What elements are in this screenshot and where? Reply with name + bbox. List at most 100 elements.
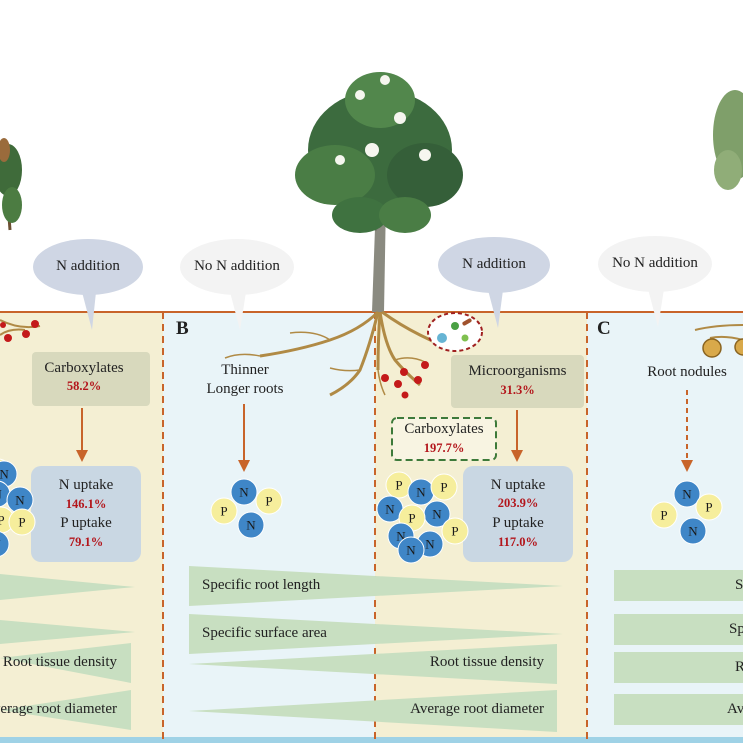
arrow-b-right-down — [511, 410, 523, 462]
arrow-a-down — [76, 408, 88, 462]
bubble-a-n-addition — [33, 239, 143, 330]
bubble-b-left-text: No N addition — [194, 258, 280, 274]
b-carboxylates-label: Carboxylates — [404, 421, 484, 437]
b-n-uptake-label: N uptake — [490, 477, 546, 493]
trait-bar-c-4 — [614, 694, 743, 725]
a-trait-root-tissue-density: Root tissue density — [2, 654, 117, 670]
trait-triangle-b-2 — [189, 614, 563, 654]
nitrogen-circle-b-right-1: N — [407, 478, 435, 506]
svg-text:N: N — [239, 485, 249, 500]
svg-text:N: N — [416, 485, 426, 500]
root-system-panel-b — [224, 310, 456, 397]
b-microorganisms-pct: 31.3% — [500, 383, 535, 397]
nitrogen-circle-a-6: N — [0, 531, 10, 557]
svg-text:N: N — [246, 518, 256, 533]
a-n-uptake-label: N uptake — [58, 477, 114, 493]
svg-text:N: N — [432, 507, 442, 522]
svg-text:N: N — [0, 537, 1, 552]
svg-text:P: P — [451, 524, 458, 539]
svg-text:P: P — [18, 515, 25, 530]
nitrogen-circle-b-right-9: N — [397, 536, 425, 564]
bubble-b-n-addition — [438, 237, 550, 328]
b-microorganisms-label: Microorganisms — [468, 363, 567, 379]
svg-text:N: N — [385, 502, 395, 517]
svg-text:P: P — [660, 508, 667, 523]
phosphorus-circle-c-1: P — [650, 501, 678, 529]
svg-text:P: P — [395, 478, 402, 493]
microorganism-cluster-icon — [427, 312, 483, 352]
svg-text:N: N — [0, 467, 9, 482]
b-trait-average-root-diameter: Average root diameter — [410, 701, 544, 717]
svg-text:P: P — [408, 511, 415, 526]
a-carboxylates-label: Carboxylates — [44, 360, 124, 376]
box-b-carboxylates — [391, 417, 497, 461]
panel-label-b: B — [176, 318, 189, 339]
red-root-dots-a — [0, 320, 39, 342]
svg-text:N: N — [682, 487, 692, 502]
box-a-carboxylates — [32, 352, 150, 406]
bubble-a-text: N addition — [56, 258, 120, 274]
nitrogen-circle-b-right-3: N — [376, 495, 404, 523]
svg-text:N: N — [0, 487, 2, 502]
bottom-strip — [0, 737, 743, 743]
arrow-c-down-dashed — [681, 390, 693, 472]
a-p-uptake-label: P uptake — [60, 515, 112, 531]
a-carboxylates-pct: 58.2% — [66, 379, 102, 393]
arrow-b-left-down — [238, 404, 250, 472]
phosphorus-circle-b-left-1: P — [210, 497, 238, 525]
conifer-tree-illustration — [0, 138, 22, 231]
root-nodules-icons — [702, 338, 743, 358]
nitrogen-circle-b-left-0: N — [230, 478, 258, 506]
phosphorus-circle-b-left-2: P — [255, 487, 283, 515]
panel-label-c: C — [597, 318, 611, 339]
b-thinner-label: Thinner — [221, 362, 269, 378]
nutrient-circles: PNNNPPNNPPNPNPNNPNPNNNPPN — [0, 458, 723, 564]
svg-text:P: P — [220, 504, 227, 519]
b-trait-specific-root-length: Specific root length — [202, 577, 321, 593]
b-carboxylates-pct: 197.7% — [423, 441, 465, 455]
b-n-uptake-pct: 203.9% — [497, 496, 539, 510]
legume-tree-illustration — [713, 90, 743, 190]
svg-text:N: N — [688, 524, 698, 539]
trait-triangle-b-3 — [189, 644, 557, 684]
trait-triangle-a-3 — [0, 643, 131, 683]
trait-bar-c-1 — [614, 570, 743, 601]
nitrogen-circle-c-0: N — [673, 480, 701, 508]
svg-text:P: P — [0, 513, 5, 528]
c-trait-3: R — [735, 659, 743, 675]
svg-text:P: P — [440, 480, 447, 495]
svg-text:P: P — [265, 494, 272, 509]
b-longer-roots-label: Longer roots — [206, 381, 284, 397]
nitrogen-circle-c-3: N — [679, 517, 707, 545]
bubble-c-no-n-addition — [598, 236, 712, 327]
phosphorus-circle-b-right-0: P — [385, 471, 413, 499]
a-n-uptake-pct: 146.1% — [65, 497, 107, 511]
svg-text:N: N — [15, 493, 25, 508]
box-a-uptake — [31, 466, 141, 562]
c-root-nodules-label: Root nodules — [647, 364, 727, 380]
b-p-uptake-pct: 117.0% — [498, 535, 538, 549]
trait-bar-c-2 — [614, 614, 743, 645]
trait-triangle-a-2 — [0, 620, 135, 644]
c-trait-2: Sp — [729, 621, 743, 637]
phosphorus-circle-a-5: P — [8, 508, 36, 536]
c-trait-4: Av — [727, 701, 743, 717]
svg-text:N: N — [406, 543, 416, 558]
phosphorus-circle-b-right-7: P — [441, 517, 469, 545]
phosphorus-circle-b-right-2: P — [430, 473, 458, 501]
trait-triangle-b-4 — [189, 690, 557, 732]
trait-triangle-b-1 — [189, 566, 563, 606]
b-trait-root-tissue-density: Root tissue density — [429, 654, 544, 670]
svg-text:N: N — [425, 537, 435, 552]
trait-triangle-a-1 — [0, 574, 135, 600]
trait-bar-c-3 — [614, 652, 743, 683]
trait-triangle-a-4 — [0, 690, 131, 730]
nitrogen-circle-b-left-3: N — [237, 511, 265, 539]
a-trait-average-root-diameter: Average root diameter — [0, 701, 117, 717]
b-trait-specific-surface-area: Specific surface area — [202, 625, 327, 641]
broadleaf-tree-illustration — [295, 72, 463, 312]
bubble-b-right-text: N addition — [462, 256, 526, 272]
phosphorus-circle-c-2: P — [695, 493, 723, 521]
a-p-uptake-pct: 79.1% — [68, 535, 104, 549]
c-trait-1: S — [735, 577, 743, 593]
